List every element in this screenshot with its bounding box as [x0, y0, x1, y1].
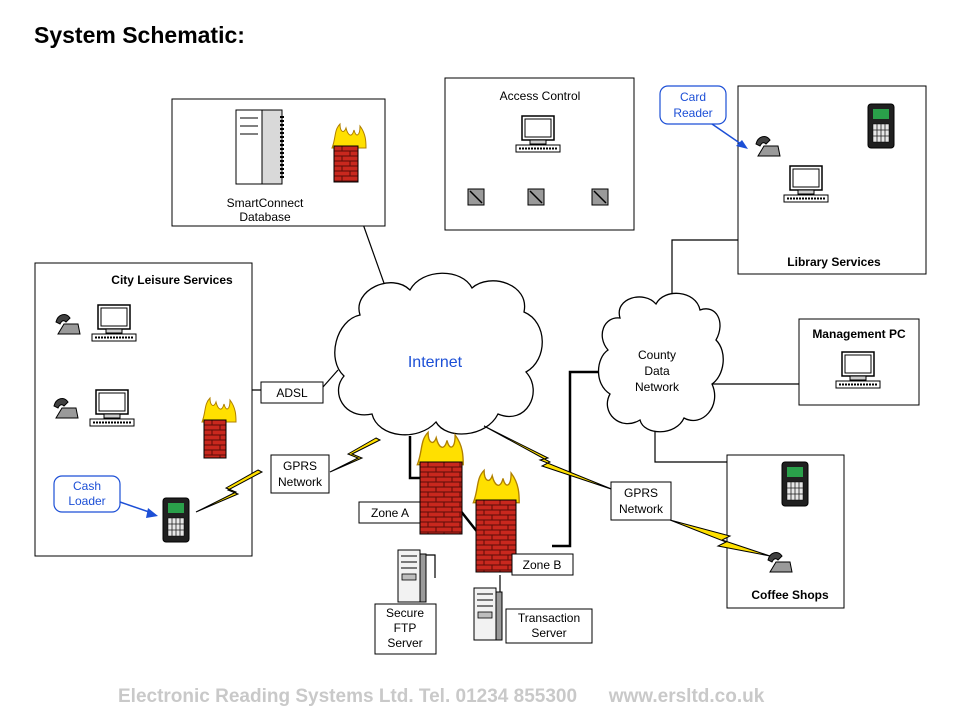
terminal-icon [781, 461, 809, 507]
firewall-zone-b [472, 469, 520, 573]
city-leisure-label: City Leisure Services [111, 273, 233, 287]
smartconnect-box: SmartConnect Database [171, 98, 386, 227]
footer-company: Electronic Reading Systems Ltd. [118, 686, 414, 707]
firewall-icon [201, 397, 237, 459]
smartconnect-label-2: Database [239, 210, 291, 224]
zone-b-box: Zone B [511, 553, 574, 576]
cash-loader-callout: Cash Loader [53, 475, 158, 518]
gprs-right-box: GPRS Network [610, 481, 672, 521]
database-server-icon [235, 109, 284, 185]
access-control-label: Access Control [500, 89, 581, 103]
pc-icon [835, 351, 881, 389]
footer-tel: Tel. 01234 855300 [418, 686, 578, 707]
zone-a-box: Zone A [358, 501, 421, 524]
library-services-label: Library Services [787, 255, 881, 269]
gprs-left-label-1: GPRS [283, 459, 317, 473]
library-services-box: Library Services [737, 85, 927, 275]
firewall-zone-a [416, 431, 464, 535]
pc-icon [783, 165, 829, 203]
transaction-server-icon [473, 587, 503, 641]
gprs-left-label-2: Network [278, 475, 323, 489]
transaction-label-1: Transaction [518, 611, 580, 625]
footer-web: www.ersltd.co.uk [608, 686, 765, 707]
county-label-3: Network [635, 380, 680, 394]
cash-loader-label-2: Loader [68, 494, 105, 508]
county-network-cloud: County Data Network [597, 292, 724, 433]
county-label-2: Data [644, 364, 670, 378]
pc-icon [515, 115, 561, 153]
lightning-icon [195, 425, 771, 557]
pc-icon [91, 304, 137, 342]
footer: Electronic Reading Systems Ltd. Tel. 012… [118, 686, 764, 708]
secure-ftp-label-3: Server [387, 636, 422, 650]
management-pc-label: Management PC [812, 327, 906, 341]
transaction-server-box: Transaction Server [505, 608, 593, 644]
transaction-label-2: Server [531, 626, 566, 640]
terminal-icon [162, 497, 190, 543]
secure-ftp-server-icon [397, 549, 427, 603]
access-control-box: Access Control [444, 77, 635, 231]
card-reader-label-1: Card [680, 90, 706, 104]
adsl-label: ADSL [276, 386, 308, 400]
county-label-1: County [638, 348, 676, 362]
coffee-shops-label: Coffee Shops [751, 588, 829, 602]
terminal-icon [867, 103, 895, 149]
gprs-left-box: GPRS Network [270, 454, 330, 494]
management-pc-box: Management PC [798, 318, 920, 406]
reader-icon [467, 188, 485, 206]
firewall-icon [331, 123, 367, 183]
card-reader-label-2: Reader [673, 106, 712, 120]
coffee-shops-box: Coffee Shops [726, 454, 845, 609]
internet-cloud: Internet [334, 272, 543, 436]
smartconnect-label-1: SmartConnect [227, 196, 304, 210]
secure-ftp-label-1: Secure [386, 606, 424, 620]
internet-label: Internet [408, 354, 463, 371]
reader-icon [591, 188, 609, 206]
card-reader-callout: Card Reader [659, 85, 748, 149]
reader-icon [527, 188, 545, 206]
adsl-label-box: ADSL [260, 381, 324, 404]
zone-a-label: Zone A [371, 506, 409, 520]
gprs-right-label-1: GPRS [624, 486, 658, 500]
cash-loader-label-1: Cash [73, 479, 101, 493]
zone-b-label: Zone B [523, 558, 562, 572]
pc-icon [89, 389, 135, 427]
secure-ftp-box: Secure FTP Server [374, 603, 437, 655]
secure-ftp-label-2: FTP [394, 621, 417, 635]
gprs-right-label-2: Network [619, 502, 664, 516]
page-title: System Schematic: [34, 22, 245, 48]
